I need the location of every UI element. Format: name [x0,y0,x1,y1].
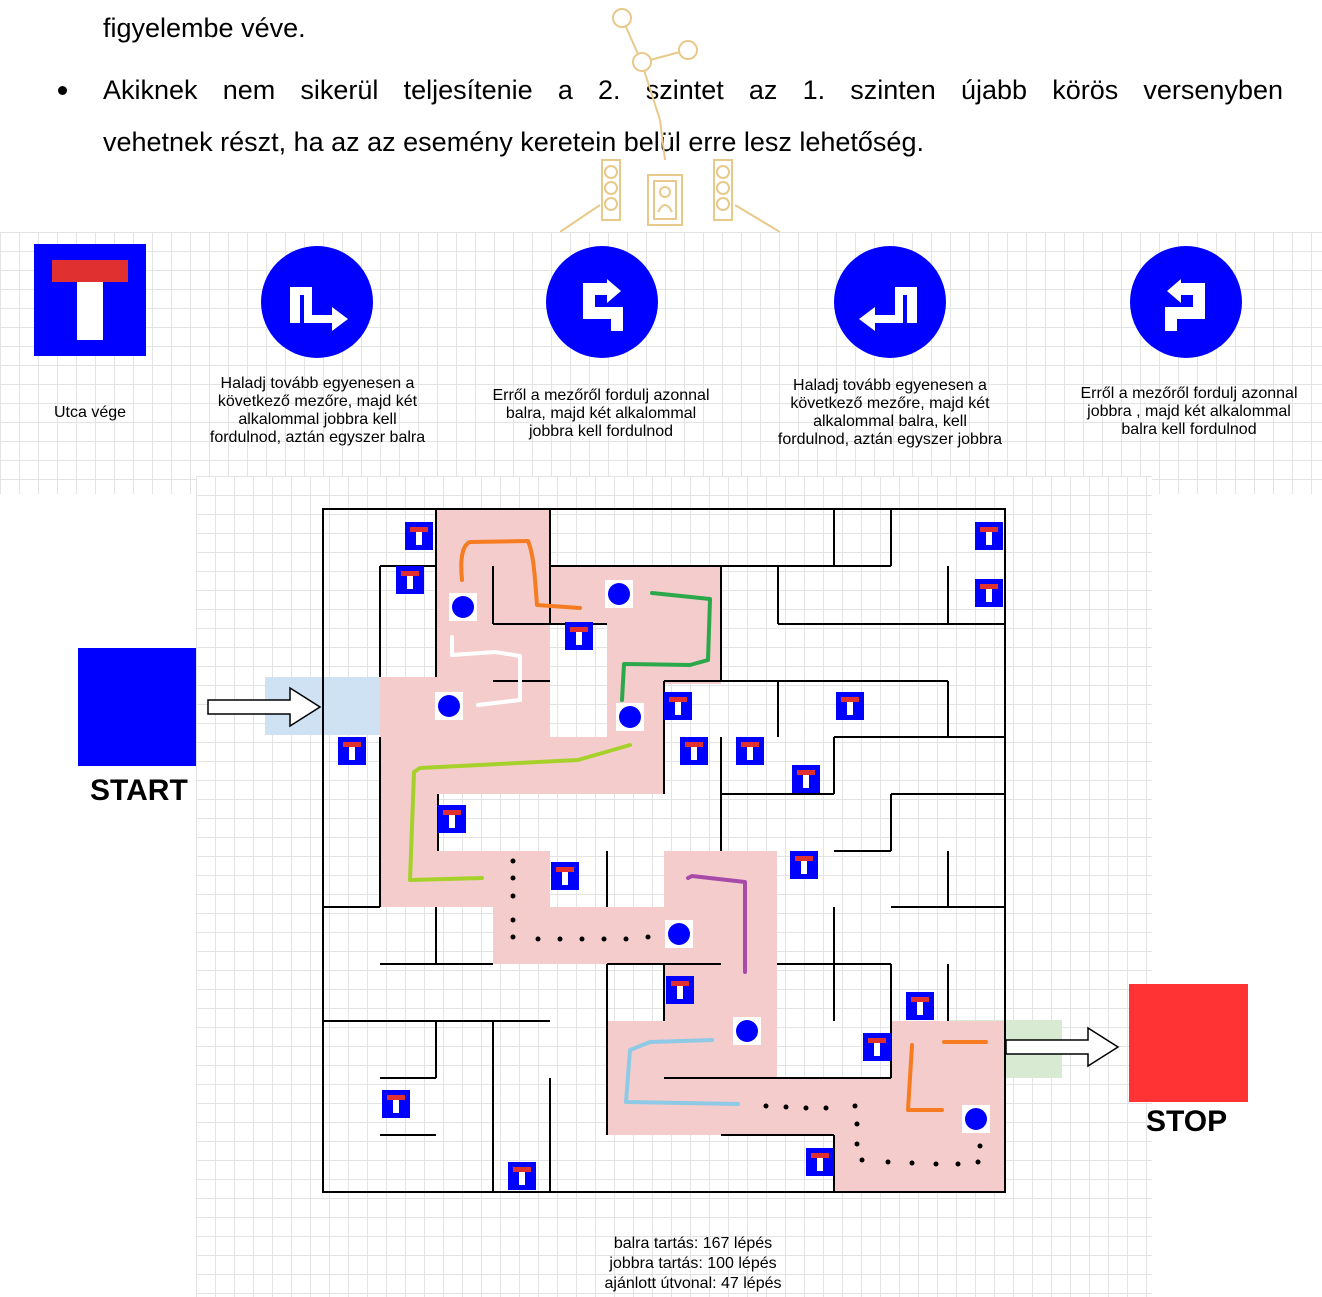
legend-caption-sign-5: Erről a mezőről fordulj azonnal jobbra ,… [1080,385,1298,438]
legend-caption-sign-3: Erről a mezőről fordulj azonnal balra, m… [492,387,710,440]
start-square [78,648,196,766]
document-bullet-line-2: vehetnek részt, ha az az esemény keretei… [103,127,924,157]
solution-strokes [408,539,988,1112]
bullet-point [58,86,67,95]
stop-square [1129,984,1248,1102]
stop-label: STOP [1146,1105,1228,1138]
document-bullet-line-1: Akiknek nem sikerül teljesítenie a 2. sz… [103,75,1283,105]
document-line-1: figyelembe véve. [103,13,306,43]
legend-caption-sign-2: Haladj tovább egyenesen a következő mező… [209,375,426,446]
maze-walls [322,508,1006,1193]
dotted-path [510,858,983,1167]
legend-caption-dead-end: Utca vége [53,404,127,421]
legend: Utca vége Haladj tovább egyenesen a köve… [0,232,1322,494]
watermark-seal [560,8,780,232]
start-arrow [207,686,322,728]
legend-background [0,232,1322,494]
result-left-hand: balra tartás: 167 lépés [613,1235,773,1252]
result-recommended: ajánlott útvonal: 47 lépés [604,1275,782,1292]
legend-caption-sign-4: Haladj tovább egyenesen a következő mező… [777,377,1003,448]
straight-then-left-left-right-sign-icon [834,246,946,358]
right-then-left-left-sign-icon [1130,246,1242,358]
dead-end-sign-icon [34,244,146,356]
straight-then-right-right-left-sign-icon [261,246,373,358]
stop-arrow [1005,1026,1120,1068]
start-label: START [90,774,188,807]
result-right-hand: jobbra tartás: 100 lépés [609,1255,777,1272]
left-then-right-right-sign-icon [546,246,658,358]
